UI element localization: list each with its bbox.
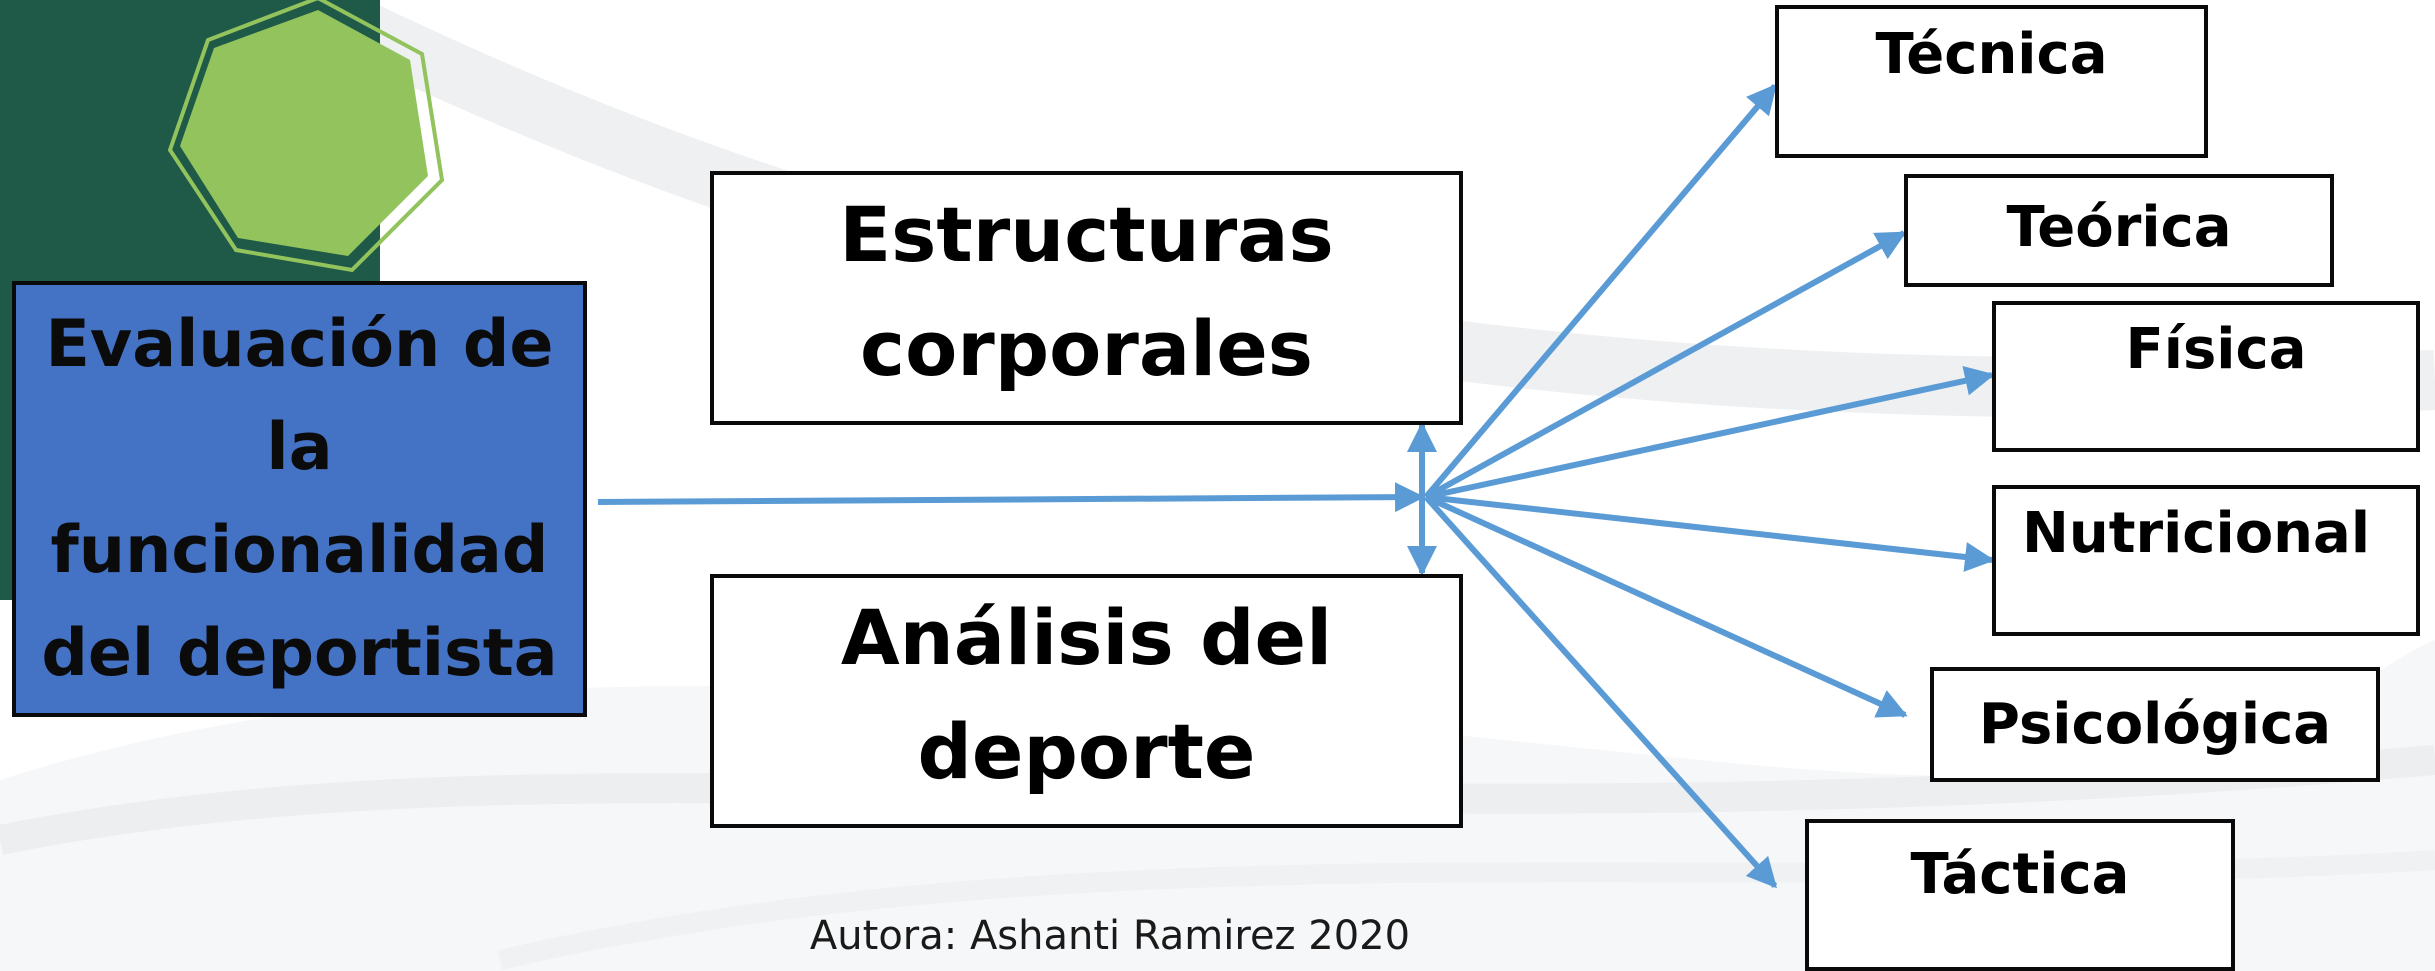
category-box-tecnica: Técnica	[1775, 5, 2208, 158]
arrow-main-to-hub	[597, 482, 1425, 513]
category-label: Técnica	[1875, 22, 2108, 87]
structures-box: Estructuras corporales	[710, 171, 1463, 425]
category-box-tactica: Táctica	[1805, 819, 2235, 971]
hexagon-outline	[167, 0, 445, 273]
arrow-to-nutricional	[1425, 494, 1995, 572]
arrow-to-psicologica	[1424, 494, 1908, 718]
main-concept-box: Evaluación de la funcionalidad del depor…	[12, 281, 587, 717]
arrow-to-teorica	[1424, 230, 1907, 500]
structures-label: Estructuras corporales	[839, 190, 1334, 393]
category-label: Nutricional	[2021, 501, 2371, 566]
category-label: Táctica	[1910, 841, 2130, 907]
hexagon-shape	[180, 10, 428, 256]
category-box-teorica: Teórica	[1904, 174, 2334, 287]
author-credit: Autora: Ashanti Ramirez 2020	[809, 913, 1411, 959]
category-label: Teórica	[2006, 195, 2232, 260]
arrow-to-tecnica	[1423, 83, 1778, 499]
category-box-fisica: Física	[1992, 301, 2420, 452]
arrow-to-fisica	[1425, 366, 1995, 500]
category-box-nutricional: Nutricional	[1992, 485, 2420, 636]
sport-analysis-label: Análisis del deporte	[840, 593, 1333, 796]
category-box-psicologica: Psicológica	[1930, 667, 2380, 782]
category-label: Psicológica	[1978, 692, 2332, 757]
category-label: Física	[2125, 317, 2307, 382]
sport-analysis-box: Análisis del deporte	[710, 574, 1463, 828]
arrow-to-tactica	[1423, 494, 1778, 889]
main-concept-label: Evaluación de la funcionalidad del depor…	[41, 307, 558, 691]
